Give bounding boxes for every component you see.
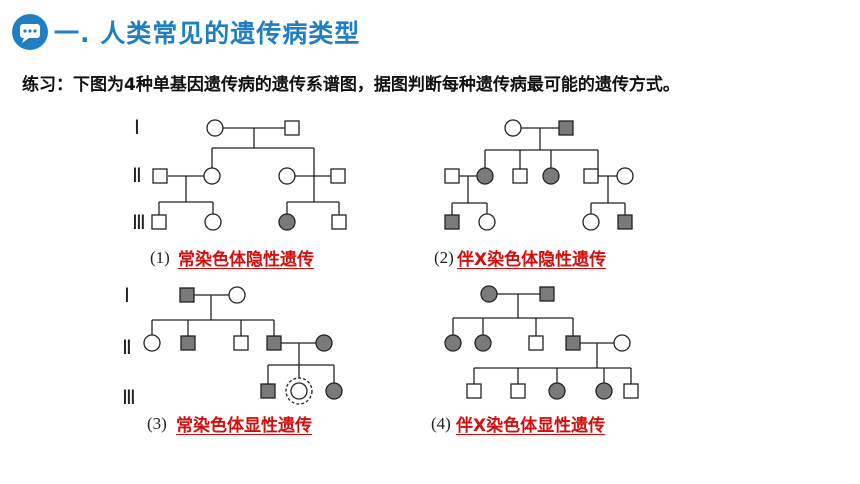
- male-unaffected: [444, 168, 460, 184]
- pedigree-3: [143, 286, 343, 405]
- male-unaffected: [233, 335, 249, 351]
- female-unaffected: [278, 167, 296, 185]
- female-unaffected: [206, 119, 224, 137]
- female-unaffected: [616, 167, 634, 185]
- male-affected: [266, 335, 282, 351]
- female-unaffected: [228, 286, 246, 304]
- male-affected: [565, 335, 581, 351]
- male-unaffected: [284, 120, 300, 136]
- female-unaffected: [203, 167, 221, 185]
- female-affected: [444, 334, 462, 352]
- female-affected: [548, 382, 566, 400]
- generation-label-1: Ⅰ: [134, 117, 140, 139]
- male-unaffected: [152, 168, 168, 184]
- female-unaffected: [143, 334, 161, 352]
- female-unaffected: [478, 213, 496, 231]
- generation-label-1: Ⅰ: [124, 285, 130, 307]
- generation-label-3: Ⅲ: [122, 387, 136, 409]
- male-unaffected: [510, 383, 526, 399]
- female-unaffected: [582, 213, 600, 231]
- female-affected: [474, 334, 492, 352]
- pedigree-number: (4): [431, 414, 451, 433]
- female-affected: [315, 334, 333, 352]
- proband-marker: [285, 377, 313, 405]
- male-unaffected: [528, 335, 544, 351]
- pedigree-number: (2): [434, 248, 454, 267]
- pedigree-2: [444, 119, 634, 231]
- male-unaffected: [583, 168, 599, 184]
- generation-label-2: Ⅱ: [122, 337, 132, 359]
- female-affected: [325, 382, 343, 400]
- male-affected: [617, 214, 633, 230]
- generation-label-2: Ⅱ: [132, 165, 142, 187]
- female-affected: [476, 167, 494, 185]
- female-unaffected: [290, 382, 308, 400]
- female-affected: [595, 382, 613, 400]
- answer-label: 常染色体显性遗传: [176, 416, 312, 436]
- male-affected: [260, 383, 276, 399]
- answer-label: 伴X染色体隐性遗传: [457, 250, 607, 270]
- generation-label-3: Ⅲ: [132, 212, 146, 234]
- answer-label: 常染色体隐性遗传: [178, 250, 314, 270]
- section-title: 一. 人类常见的遗传病类型: [54, 19, 361, 48]
- pedigree-number: (1): [150, 248, 170, 267]
- male-affected: [180, 335, 196, 351]
- male-unaffected: [151, 214, 167, 230]
- pedigree-number: (3): [147, 414, 167, 433]
- male-unaffected: [466, 383, 482, 399]
- answer-label: 伴X染色体显性遗传: [456, 416, 606, 436]
- male-affected: [539, 286, 555, 302]
- female-affected: [480, 285, 498, 303]
- chat-bubble-icon: [12, 14, 48, 50]
- female-unaffected: [204, 213, 222, 231]
- female-affected: [278, 213, 296, 231]
- male-unaffected: [623, 383, 639, 399]
- female-affected: [542, 167, 560, 185]
- male-affected: [444, 214, 460, 230]
- male-affected: [179, 287, 195, 303]
- pedigree-1: [151, 119, 347, 231]
- pedigree-4: [444, 285, 639, 400]
- male-unaffected: [512, 168, 528, 184]
- question-text: 练习：下图为4种单基因遗传病的遗传系谱图，据图判断每种遗传病最可能的遗传方式。: [22, 75, 680, 95]
- male-unaffected: [331, 214, 347, 230]
- female-unaffected: [613, 334, 631, 352]
- male-affected: [558, 120, 574, 136]
- female-unaffected: [504, 119, 522, 137]
- male-unaffected: [330, 168, 346, 184]
